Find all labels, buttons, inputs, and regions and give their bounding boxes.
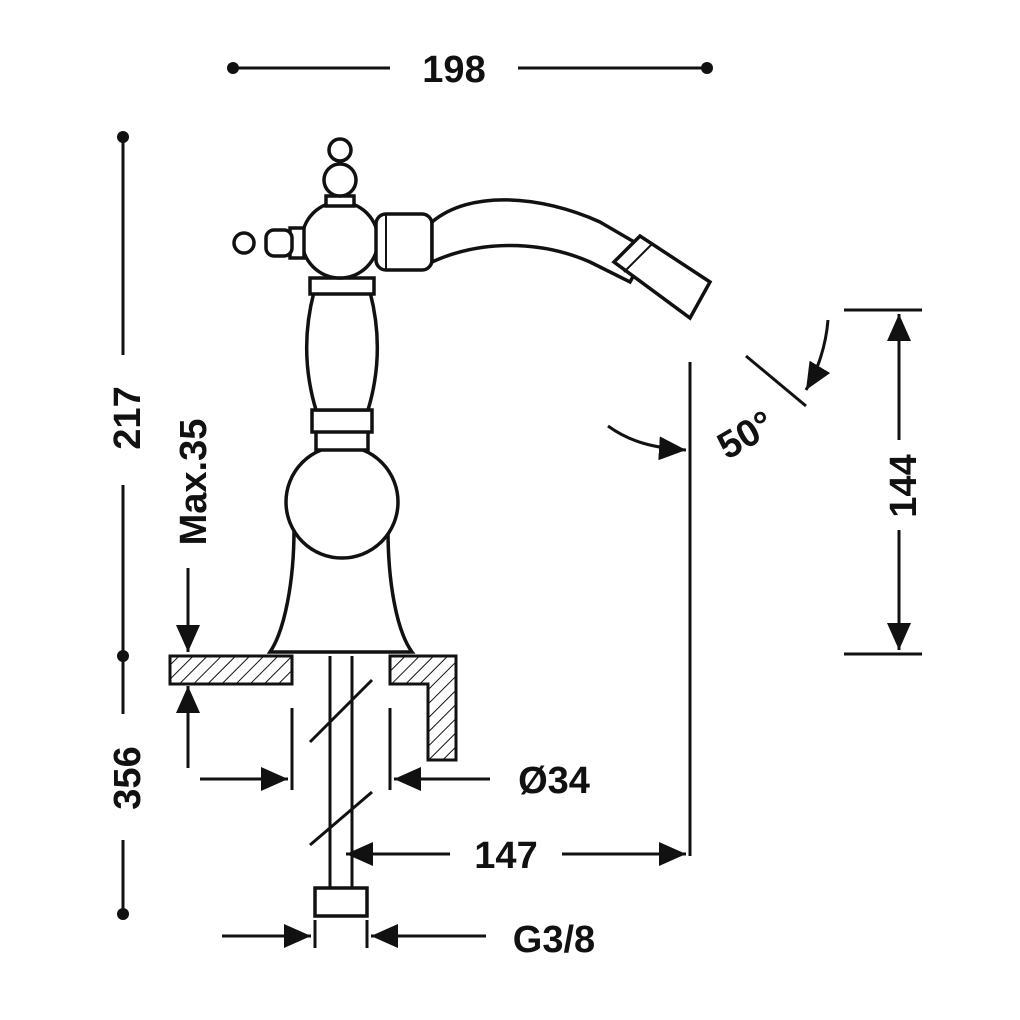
dimension-hole-diameter: Ø34 — [200, 708, 590, 802]
label-height-144: 144 — [883, 454, 925, 517]
label-height-356: 356 — [107, 746, 149, 809]
label-angle-50: 50° — [711, 403, 782, 468]
dimension-spout-height-144: 144 — [844, 308, 925, 656]
dimension-thread: G3/8 — [222, 919, 595, 961]
label-reach-147: 147 — [474, 835, 537, 877]
dimension-height-left: 217 356 — [107, 131, 149, 920]
bidet-mixer-body — [232, 137, 713, 654]
label-height-217: 217 — [107, 386, 149, 449]
supply-pipe — [308, 656, 374, 918]
label-thread-g38: G3/8 — [513, 919, 595, 961]
label-diameter-34: Ø34 — [518, 760, 590, 802]
dimension-max-deck: Max.35 — [173, 419, 215, 768]
label-max-35: Max.35 — [173, 419, 215, 546]
label-width-198: 198 — [422, 49, 485, 91]
dimension-reach-147: 147 — [346, 362, 692, 877]
dimension-width-198: 198 — [227, 49, 713, 91]
countertop-section — [168, 654, 458, 762]
dimension-spout-angle: 50° — [607, 319, 831, 468]
